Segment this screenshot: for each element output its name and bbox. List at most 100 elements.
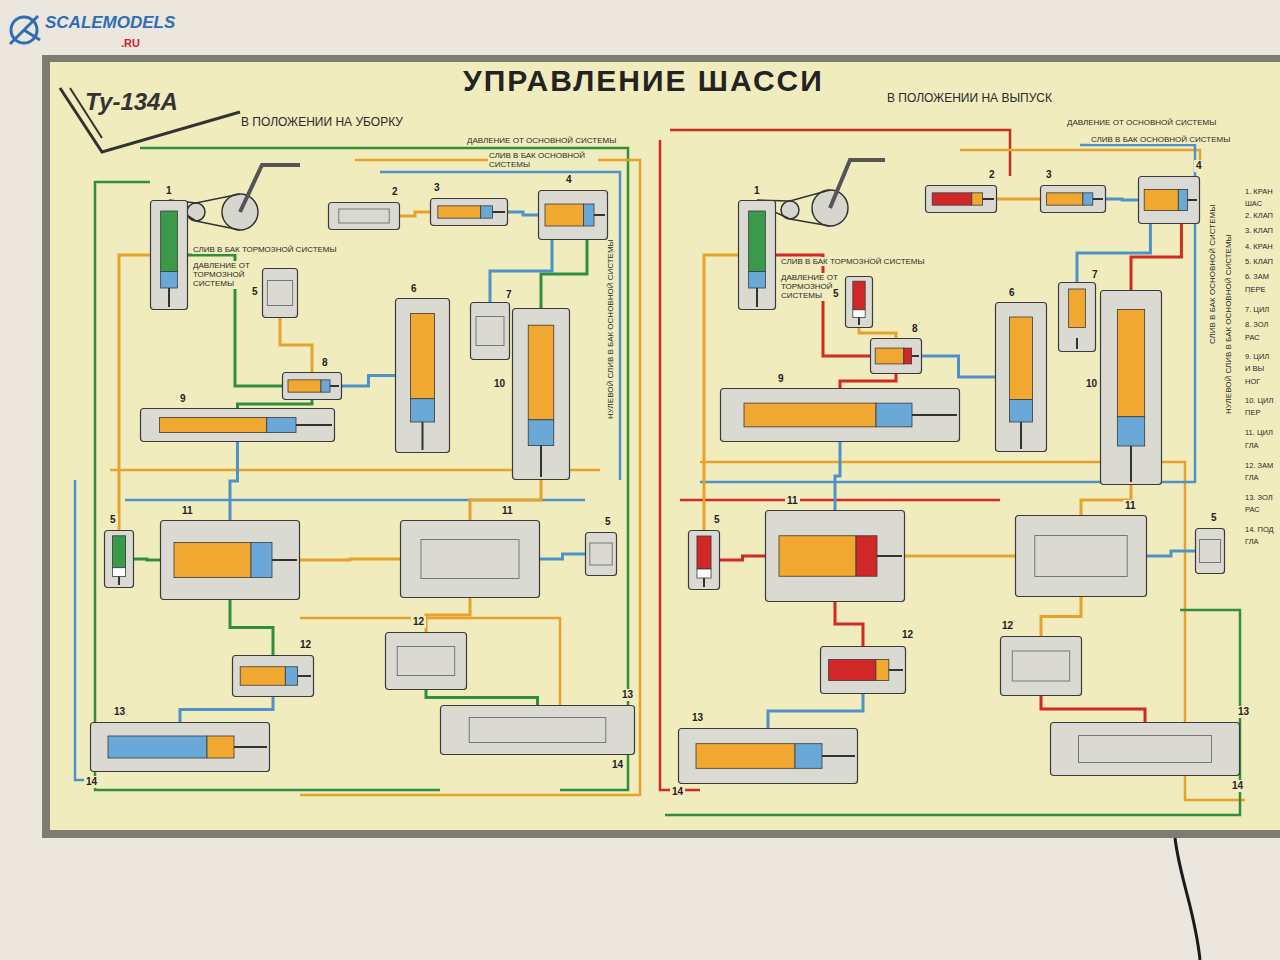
part-body (871, 339, 922, 374)
part-body (586, 533, 617, 576)
fluid-chamber (545, 204, 584, 226)
fluid-chamber (749, 211, 766, 272)
part-illustration (440, 705, 635, 755)
callout-number: 14 (84, 776, 99, 788)
piston-rod (912, 355, 919, 357)
part-housing (397, 647, 454, 676)
logo-mark (60, 88, 240, 152)
fluid-chamber (876, 659, 889, 680)
piston-rod (298, 675, 311, 677)
fluid-chamber (972, 193, 983, 205)
part-body (996, 303, 1047, 452)
hydraulic-line (680, 499, 1000, 502)
hydraulic-connection (905, 555, 1015, 558)
part-illustration (1000, 636, 1082, 696)
hydraulic-connection (720, 556, 765, 560)
part-body (1001, 637, 1082, 696)
part-illustration (282, 372, 342, 400)
key-entry: НОГ (1244, 378, 1261, 387)
hydraulic-line (665, 610, 1240, 815)
fluid-chamber (856, 536, 877, 576)
part-body (539, 191, 608, 240)
hydraulic-connection (238, 400, 313, 408)
fluid-chamber (528, 420, 554, 446)
part-illustration (262, 268, 298, 318)
hydraulic-unit: 1 (738, 200, 776, 310)
hydraulic-connection (859, 328, 896, 338)
key-entry: И ВЫ (1244, 365, 1265, 374)
hydraulic-unit: 3 (1040, 185, 1106, 213)
note-label: В ПОЛОЖЕНИИ НА УБОРКУ (240, 116, 404, 130)
part-body (926, 186, 997, 213)
logo-text: .RU (120, 37, 141, 50)
part-illustration (232, 655, 314, 697)
part-housing (476, 317, 504, 346)
hydraulic-connection (997, 198, 1040, 201)
note-label: СЛИВ В БАК ОСНОВНОЙ СИСТЕМЫ (1090, 135, 1231, 144)
key-entry: 7. ЦИЛ (1244, 306, 1270, 315)
hydraulic-unit: 1314 (440, 705, 635, 755)
piston-rod (234, 746, 267, 748)
piston-rod (422, 422, 424, 450)
part-body (386, 633, 467, 690)
part-body (846, 277, 873, 328)
hydraulic-connection (470, 480, 541, 520)
fluid-chamber (853, 310, 865, 318)
callout-number: 14 (670, 786, 685, 798)
fluid-chamber (321, 380, 330, 392)
fluid-chamber (1178, 189, 1187, 210)
callout-number: 5 (250, 286, 260, 298)
callout-number: 12 (900, 629, 915, 641)
callout-number: 9 (178, 393, 188, 405)
part-body (396, 299, 450, 453)
hydraulic-unit: 4 (1138, 176, 1200, 224)
key-entry: 13. ЗОЛ (1244, 494, 1274, 503)
callout-number: 3 (432, 182, 442, 194)
callout-number: 7 (1090, 269, 1100, 281)
crank-handle (240, 165, 300, 212)
callout-number: 4 (564, 174, 574, 186)
note-label: НУЛЕВОЙ СЛИВ В БАК ОСНОВНОЙ СИСТЕМЫ (606, 238, 615, 420)
key-entry: 10. ЦИЛ (1244, 397, 1274, 406)
part-body (1196, 529, 1225, 574)
note-label: СЛИВ В БАК ТОРМОЗНОЙ СИСТЕМЫ (192, 245, 338, 254)
piston-rod (1130, 446, 1132, 482)
part-body (1041, 186, 1106, 213)
fluid-chamber (410, 399, 434, 422)
part-illustration (538, 190, 608, 240)
part-illustration (1138, 176, 1200, 224)
part-illustration (160, 520, 300, 600)
hydraulic-unit: 8 (282, 372, 342, 400)
part-illustration (1100, 290, 1162, 485)
callout-number: 5 (108, 514, 118, 526)
fluid-chamber (1010, 317, 1033, 400)
part-illustration (90, 722, 270, 772)
hydraulic-line (95, 182, 440, 790)
hydraulic-unit: 12 (385, 632, 467, 690)
key-entry: 11. ЦИЛ (1244, 429, 1274, 438)
piston-rod (168, 288, 170, 307)
hydraulic-connection (835, 442, 840, 510)
hydraulic-unit: 6 (995, 302, 1047, 452)
fluid-chamber (240, 667, 285, 685)
callout-number: 11 (500, 505, 515, 517)
hydraulic-unit: 9 (140, 408, 335, 442)
part-body (721, 389, 960, 442)
hydraulic-connection (922, 356, 995, 377)
fluid-chamber (697, 536, 711, 569)
board-title: УПРАВЛЕНИЕ ШАССИ (460, 64, 827, 98)
callout-number: 2 (987, 169, 997, 181)
fluid-chamber (481, 206, 493, 218)
hydraulic-unit: 8 (870, 338, 922, 374)
fluid-chamber (696, 744, 795, 769)
key-entry: 4. КРАН (1244, 243, 1274, 252)
fluid-chamber (288, 380, 321, 392)
callout-number: 10 (492, 378, 507, 390)
part-body (233, 656, 314, 697)
callout-number: 13 (620, 689, 635, 701)
fluid-chamber (749, 272, 766, 289)
fluid-chamber (1047, 193, 1083, 205)
part-illustration (738, 200, 776, 310)
hydraulic-connection (280, 318, 312, 372)
